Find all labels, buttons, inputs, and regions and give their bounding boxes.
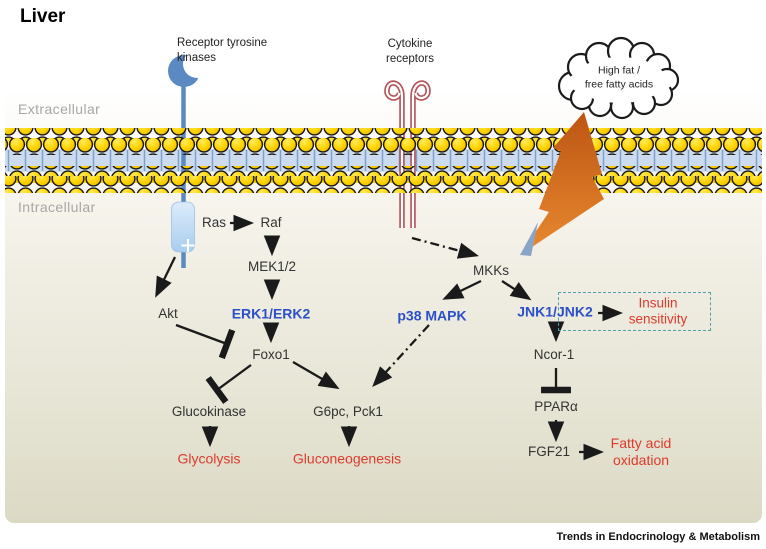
fat-cloud-label: High fat / free fatty acids (584, 64, 654, 90)
lightning-bolt-icon (520, 112, 604, 256)
node-erk: ERK1/ERK2 (231, 305, 311, 322)
rtk-label: Receptor tyrosine kinases (177, 37, 268, 64)
outcome-insulin-sensitivity: Insulin sensitivity (628, 295, 688, 327)
node-fgf21: FGF21 (527, 443, 571, 459)
outcome-glycolysis: Glycolysis (177, 450, 241, 467)
outcome-fatty-acid-oxidation: Fatty acid oxidation (610, 434, 672, 468)
node-glucokinase: Glucokinase (171, 403, 247, 419)
node-ppar-alpha: PPARα (534, 398, 578, 414)
plus-sparkle-icon (181, 239, 195, 252)
outcome-gluconeogenesis: Gluconeogenesis (292, 450, 402, 467)
node-p38-mapk: p38 MAPK (397, 307, 467, 324)
node-mek: MEK1/2 (247, 258, 297, 274)
node-ncor1: Ncor-1 (533, 346, 575, 362)
node-foxo1: Foxo1 (252, 346, 290, 362)
page-title: Liver (20, 6, 66, 27)
fat-cloud-icon (557, 36, 680, 120)
node-raf: Raf (260, 214, 282, 230)
insulin-sensitivity-box (558, 292, 711, 331)
intracellular-label: Intracellular (18, 199, 96, 215)
rtk-intracellular-domain (171, 201, 195, 253)
cytokine-receptor-icon (384, 80, 431, 228)
pathway-arrows (155, 214, 624, 461)
node-jnk: JNK1/JNK2 (517, 303, 593, 320)
node-mkks: MKKs (472, 262, 510, 278)
journal-name: Trends in Endocrinology & Metabolism (556, 531, 760, 543)
node-ras: Ras (201, 214, 227, 230)
node-g6pc-pck1: G6pc, Pck1 (313, 403, 383, 419)
extracellular-label: Extracellular (18, 101, 101, 117)
cytokine-label: Cytokine receptors (386, 38, 434, 65)
node-akt: Akt (158, 305, 178, 321)
